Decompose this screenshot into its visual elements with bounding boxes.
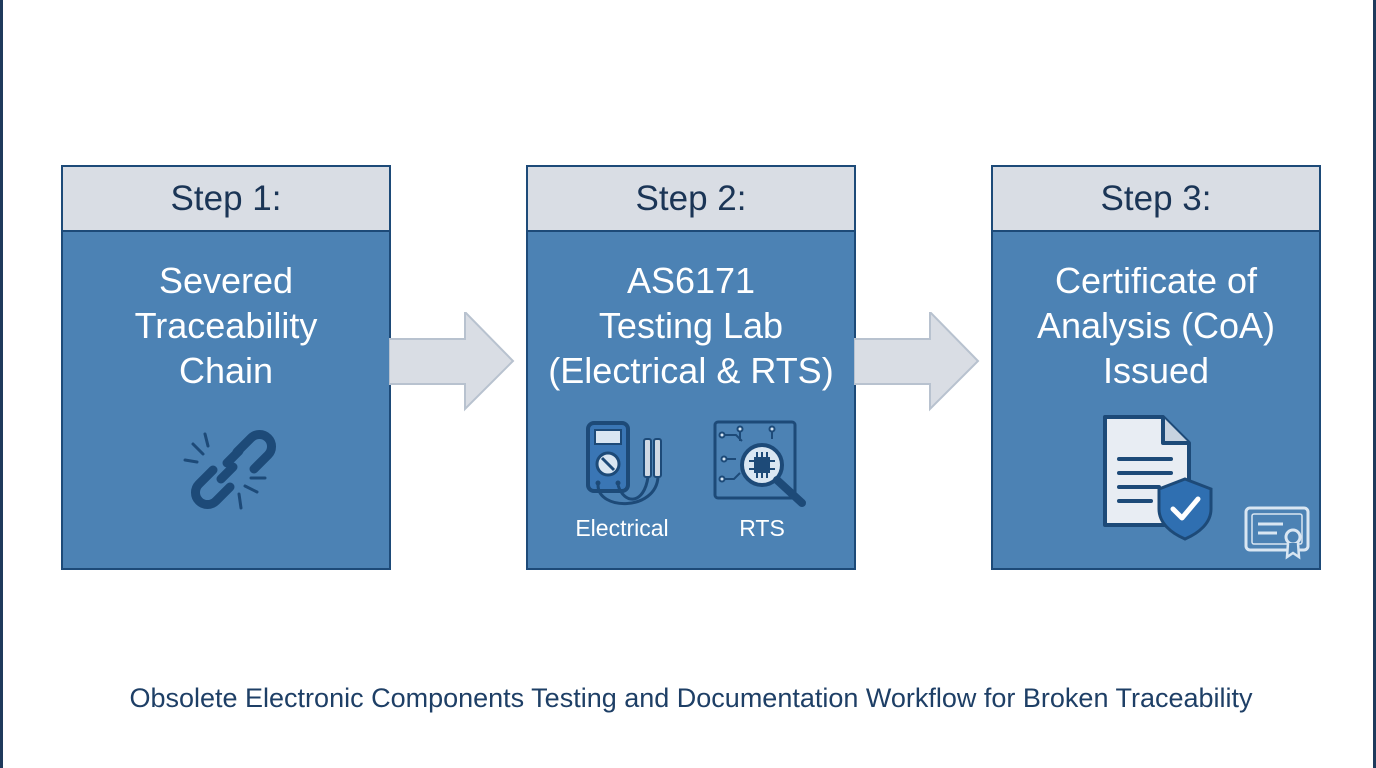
step-3-title: Certificate of Analysis (CoA) Issued (1036, 260, 1276, 391)
step-2-title: AS6171 Testing Lab (Electrical & RTS) (548, 260, 834, 391)
flow-arrow-2 (854, 312, 980, 412)
step-1-title: Severed Traceability Chain (134, 260, 318, 391)
broken-chain-icon (183, 430, 276, 510)
step-3-box: Step 3: Certificate of Analysis (CoA) Is… (991, 165, 1321, 570)
chip-inspection-icon (713, 420, 806, 507)
flow-arrow-1 (389, 312, 515, 412)
step-1-box: Step 1: Severed Traceability Chain (61, 165, 391, 570)
certificate-icon (1244, 506, 1310, 560)
step-1-header: Step 1: (63, 167, 389, 232)
multimeter-icon (586, 421, 662, 506)
diagram-caption: Obsolete Electronic Components Testing a… (129, 683, 1253, 713)
step-2-box: Step 2: AS6171 Testing Lab (Electrical &… (526, 165, 856, 570)
step-3-header: Step 3: (993, 167, 1319, 232)
electrical-label: Electrical (575, 515, 669, 541)
step-2-header: Step 2: (528, 167, 854, 232)
document-shield-icon (1103, 415, 1213, 541)
rts-label: RTS (739, 515, 785, 541)
